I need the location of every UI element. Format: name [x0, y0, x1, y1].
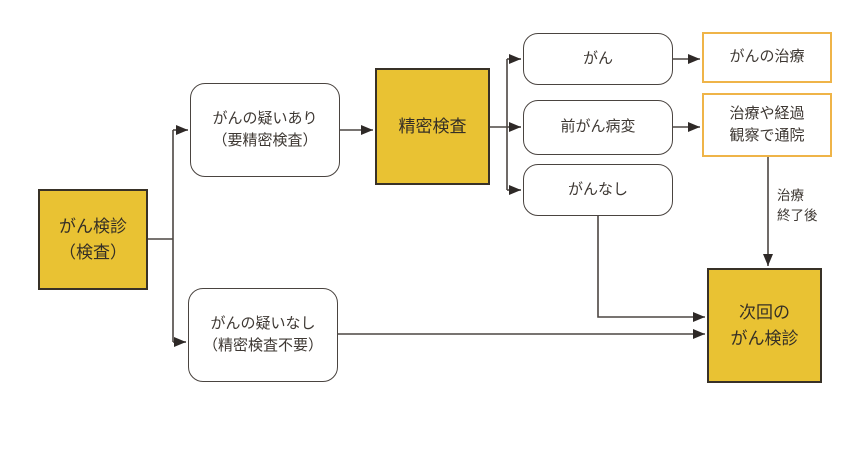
node-no-cancer-label: がんなし [567, 180, 628, 198]
node-cancer-screening-label-line1: がん検診 [59, 217, 127, 236]
node-suspicion-yes-label-line1: がんの疑いあり [212, 109, 318, 127]
node-next-screening-label-line2: がん検診 [730, 328, 799, 348]
node-followup-label-line1: 治療や経過 [729, 104, 805, 122]
node-followup-label-line2: 観察で通院 [729, 127, 805, 144]
node-detailed-exam: 精密検査 [375, 68, 490, 185]
node-cancer-treatment: がんの治療 [702, 32, 832, 83]
node-next-screening: 次回の がん検診 [707, 268, 822, 383]
node-suspicion-no-label-line1: がんの疑いなし [210, 314, 316, 332]
node-followup: 治療や経過 観察で通院 [702, 93, 832, 157]
node-precancer-label: 前がん病変 [560, 118, 636, 136]
node-next-screening-label-line1: 次回の [739, 303, 790, 322]
node-cancer-label: がん [582, 49, 613, 67]
node-cancer-treatment-label: がんの治療 [729, 48, 805, 66]
edge-no-cancer-to-next-screening [597, 216, 705, 322]
node-precancer: 前がん病変 [523, 100, 673, 155]
node-cancer-screening-label-line2: （検査） [59, 242, 127, 262]
node-no-cancer: がんなし [523, 164, 673, 216]
node-suspicion-yes-label-line2: （要精密検査） [212, 132, 318, 149]
edge-label-after-treatment-line1: 治療 [777, 188, 804, 203]
node-suspicion-no-label-line2: （精密検査不要） [202, 337, 323, 354]
node-detailed-exam-label: 精密検査 [398, 116, 467, 136]
edge-label-after-treatment-line2: 終了後 [777, 207, 818, 223]
node-suspicion-no: がんの疑いなし （精密検査不要） [188, 288, 338, 382]
node-cancer: がん [523, 33, 673, 85]
node-cancer-screening: がん検診 （検査） [38, 189, 148, 290]
node-suspicion-yes: がんの疑いあり （要精密検査） [190, 83, 340, 177]
edge-label-after-treatment: 治療 終了後 [777, 186, 818, 225]
